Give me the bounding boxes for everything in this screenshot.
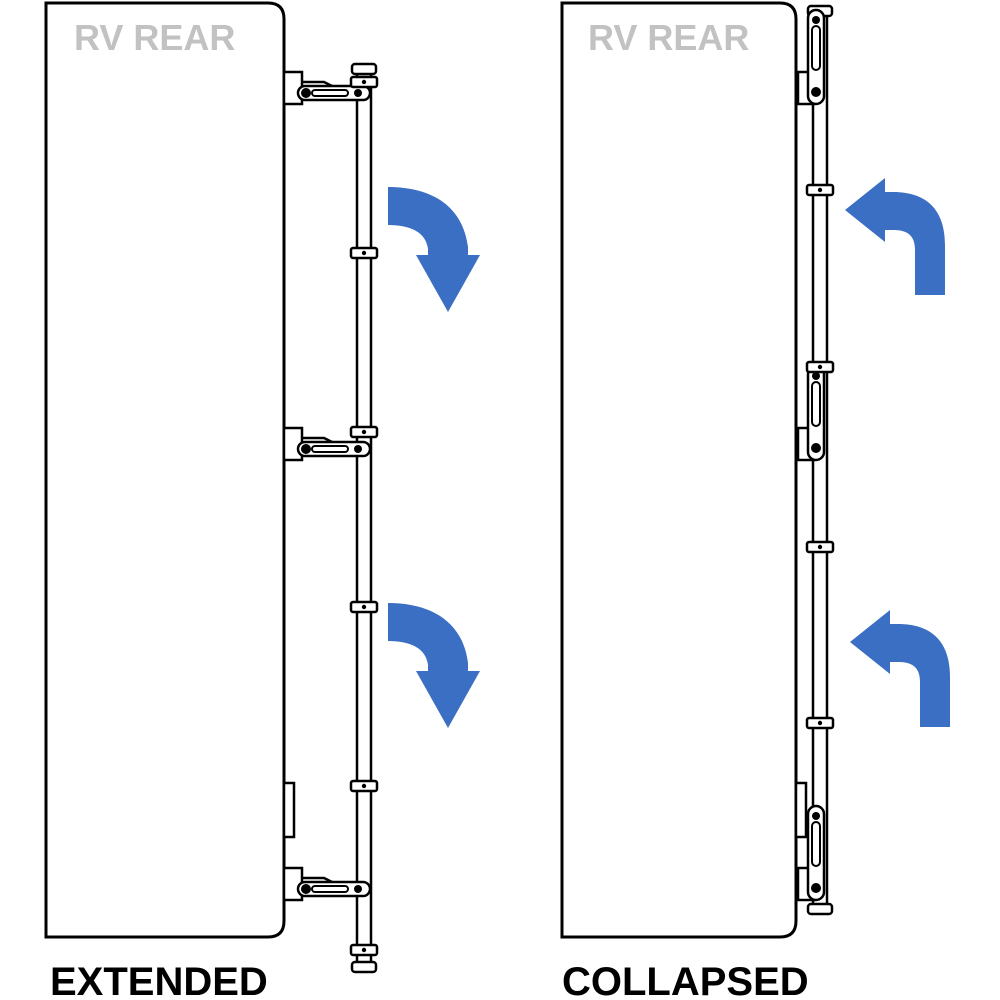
caption-right: COLLAPSED — [562, 960, 809, 1000]
hinge-middle-right — [796, 364, 826, 462]
rung-clip — [349, 246, 379, 260]
caption-left: EXTENDED — [50, 960, 268, 1000]
extended-panel: RV REAR EXTENDED — [44, 1, 480, 1000]
rung-clip — [349, 779, 379, 793]
ladder-rail-left — [350, 62, 378, 974]
rung-clip — [349, 75, 379, 89]
curved-arrow-down-icon — [388, 603, 480, 728]
mount-tab-right — [794, 781, 808, 839]
rung-clip — [349, 425, 379, 439]
rung-clip — [805, 183, 835, 197]
panel-title-right: RV REAR — [588, 17, 749, 58]
curved-arrow-down-icon — [388, 187, 480, 312]
rv-rear-body-left — [44, 1, 286, 939]
rung-clip — [805, 540, 835, 554]
rung-clip — [805, 360, 835, 374]
hinge-top-right — [796, 8, 826, 106]
mount-tab-left — [282, 781, 296, 839]
rung-clip — [349, 943, 379, 957]
curved-arrow-up-left-icon — [850, 610, 950, 727]
curved-arrow-up-left-icon — [845, 178, 945, 295]
rv-rear-body-right — [560, 1, 798, 939]
collapsed-panel: RV REAR COLLAPSED — [560, 1, 950, 1000]
rung-clip — [805, 716, 835, 730]
panel-title-left: RV REAR — [74, 17, 235, 58]
rung-clip — [349, 600, 379, 614]
